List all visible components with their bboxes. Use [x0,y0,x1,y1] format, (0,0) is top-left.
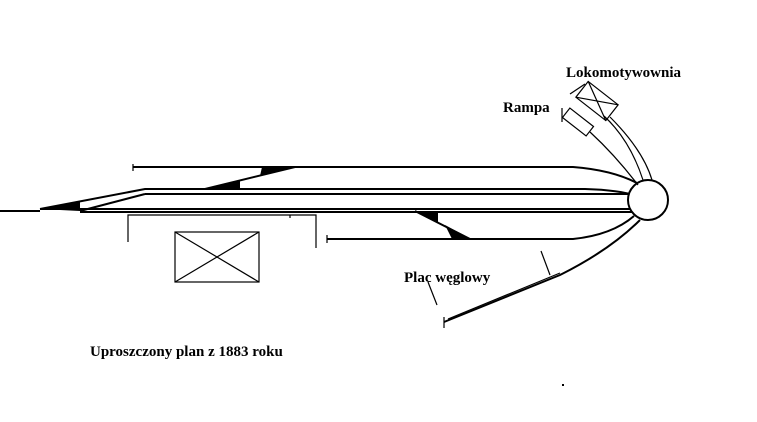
switch-markers [40,167,470,239]
stray-dot [562,384,564,386]
upper-loop-track [39,188,637,212]
switch-marker-lower-2 [445,225,470,239]
lower-siding [326,210,635,243]
top-siding [132,164,638,190]
switch-marker-lower-1 [415,211,438,222]
switch-marker-left [40,201,80,211]
station-building [174,231,260,283]
coal-yard-label: Plac węglowy [404,270,491,286]
turntable [627,179,669,221]
ramp-label: Rampa [503,100,550,116]
main-line [0,208,632,213]
coal-yard-siding [427,219,641,328]
engine-shed-tracks [589,115,653,186]
diagram-caption: Uproszczony plan z 1883 roku [90,344,283,360]
ramp-building [561,107,595,137]
switch-marker-upper-2 [260,167,295,176]
switch-marker-upper-1 [205,180,240,189]
platform-outline [127,214,317,248]
engine-shed-label: Lokomotywownia [566,65,682,81]
engine-shed-building [575,80,619,122]
